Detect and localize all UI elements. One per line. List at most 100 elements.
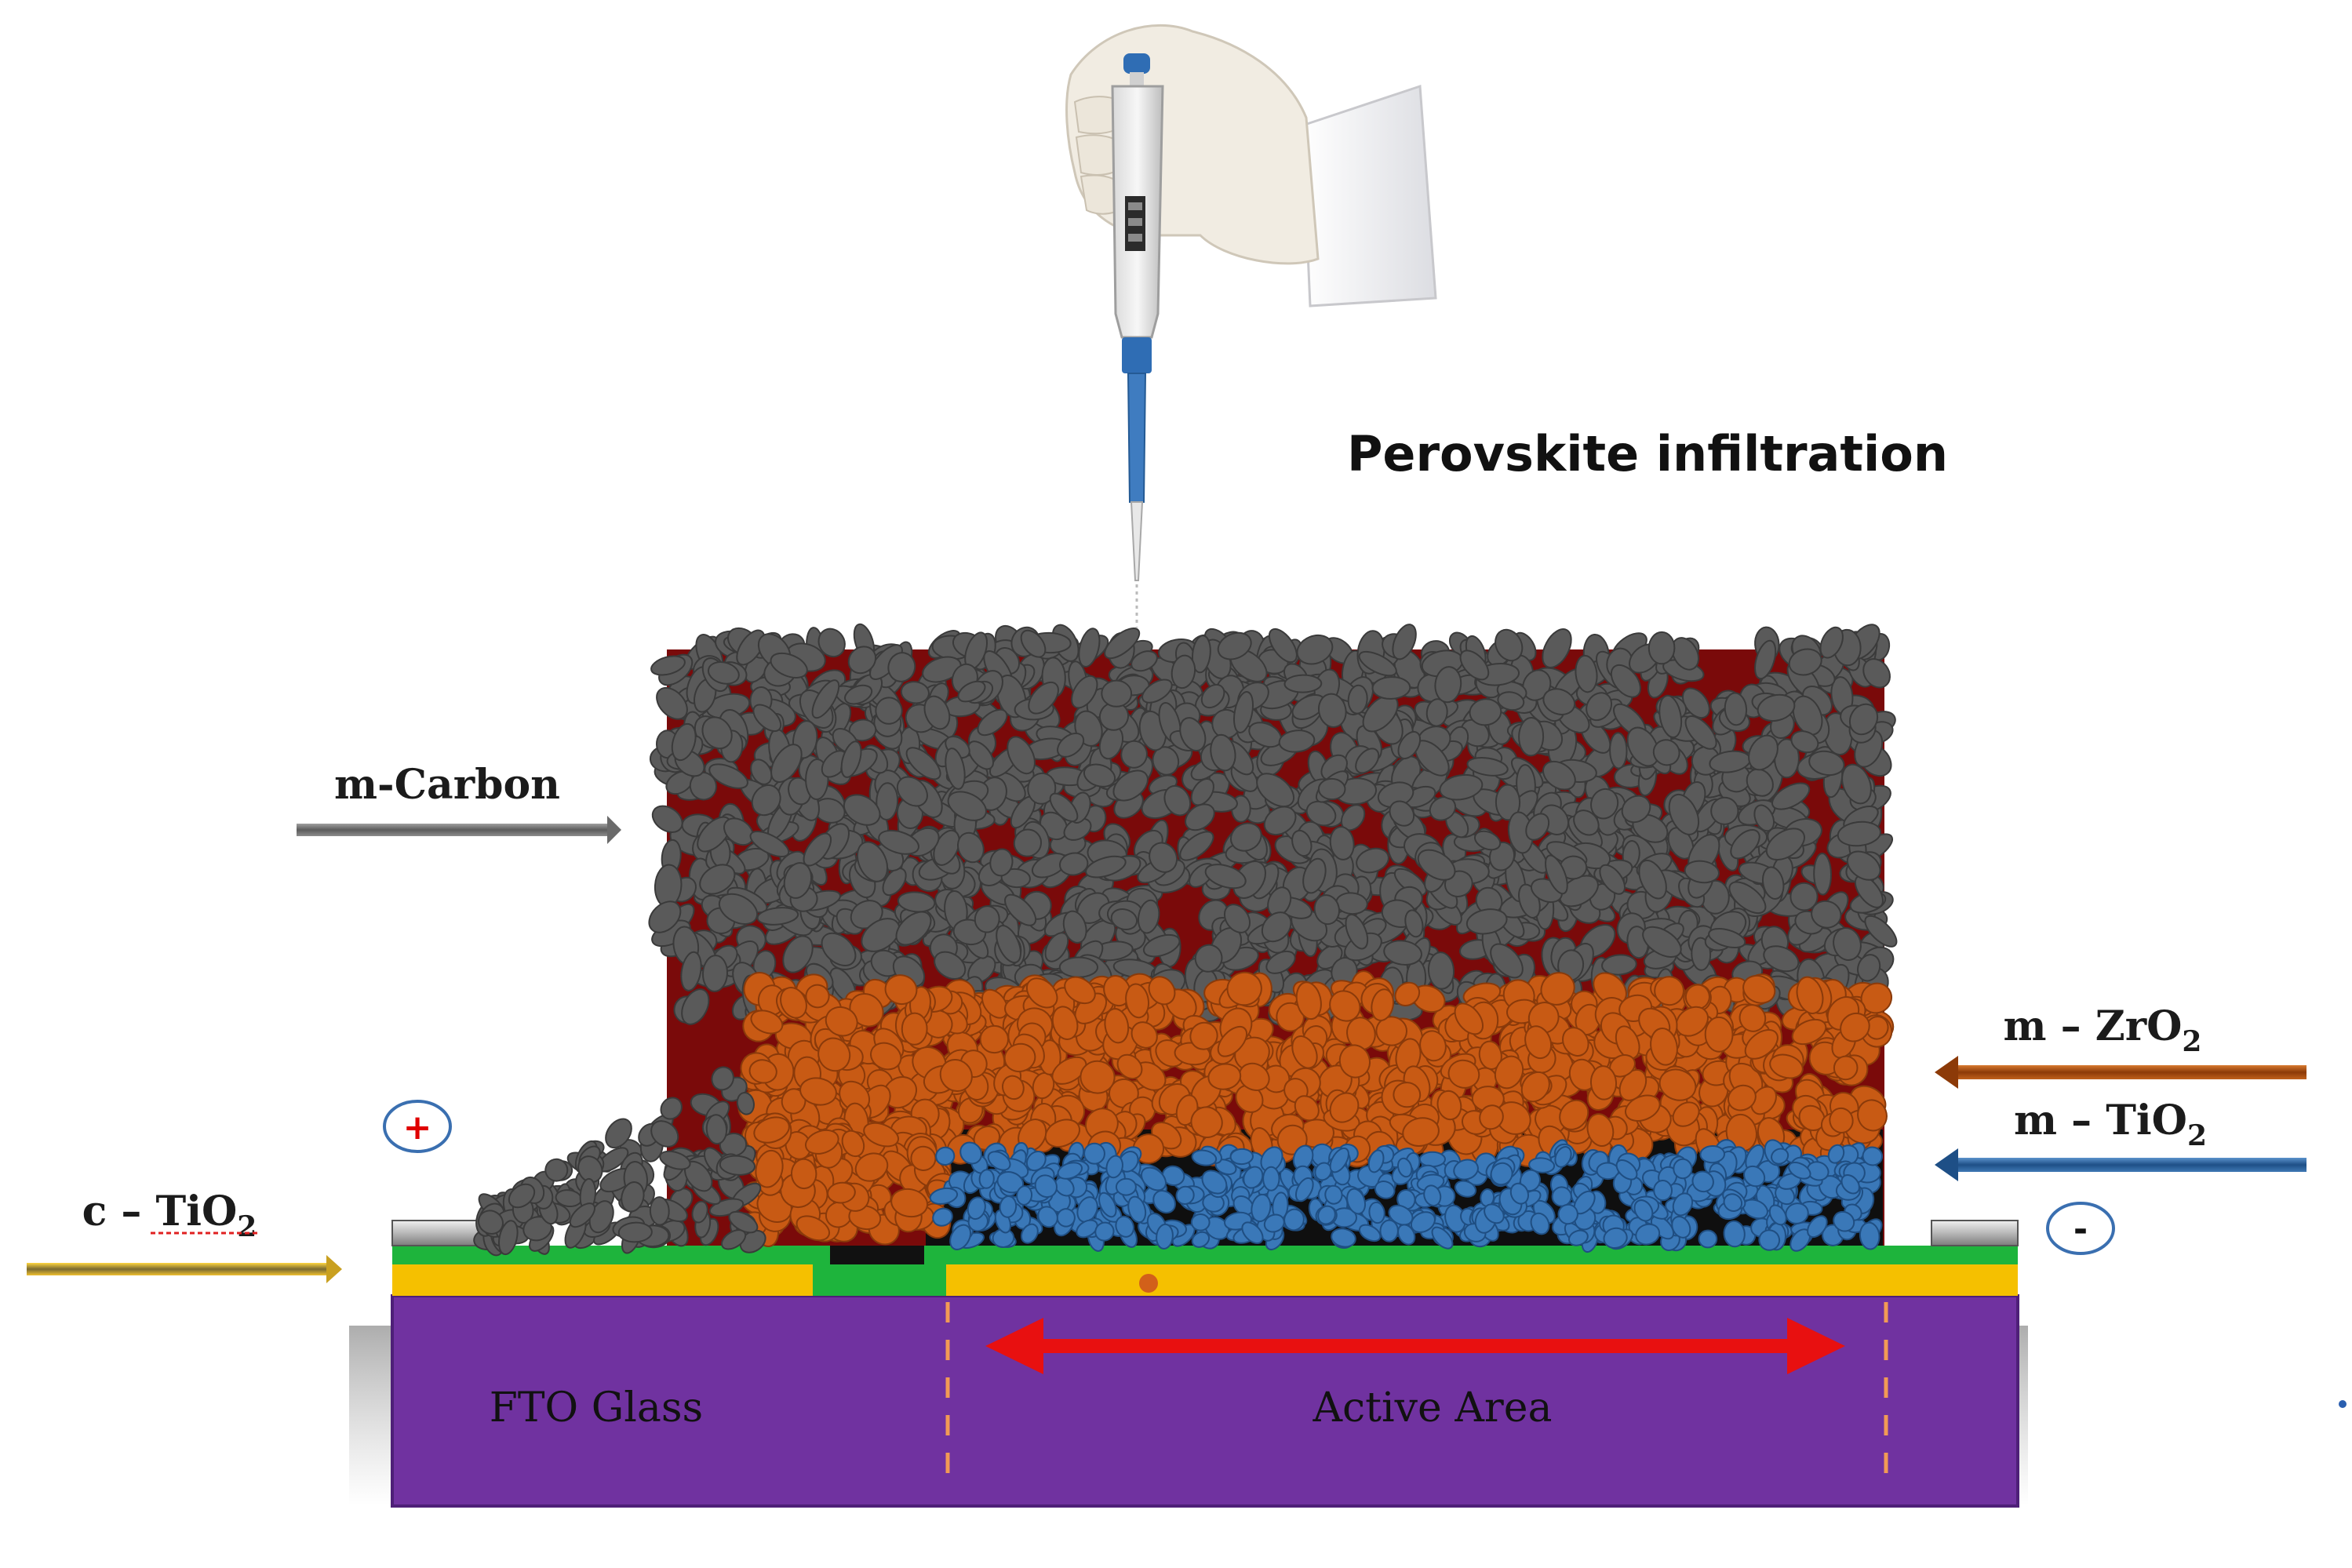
carbon-particle	[680, 951, 702, 991]
carbon-particle	[1317, 693, 1347, 728]
carbon-particle	[1761, 866, 1785, 900]
zro2-particle	[1064, 976, 1096, 1005]
carbon-particle	[1746, 768, 1774, 797]
carbon-particle	[1728, 881, 1767, 915]
carbon-particle	[923, 695, 951, 730]
zro2-particle	[1116, 1053, 1143, 1080]
carbon-particle	[840, 740, 862, 778]
carbon-particle	[1599, 864, 1626, 895]
carbon-particle	[1383, 940, 1422, 966]
tio2-particle	[1115, 1177, 1137, 1196]
carbon-particle	[648, 900, 682, 933]
carbon-particle	[1142, 933, 1181, 958]
zro2-particle	[1478, 1040, 1502, 1070]
carbon-particle	[1044, 932, 1069, 962]
carbon-particle	[1682, 687, 1710, 719]
carbon-particle	[1819, 626, 1844, 659]
carbon-particle	[1110, 908, 1138, 930]
zro2-particle	[1130, 1021, 1158, 1049]
carbon-particle	[1355, 748, 1380, 774]
carbon-particle	[1427, 951, 1455, 990]
fto-glass-label: FTO Glass	[490, 1384, 703, 1432]
zro2-particle	[1189, 1021, 1218, 1050]
zro2-particle	[1148, 976, 1176, 1006]
carbon-particle	[708, 763, 748, 789]
carbon-particle	[1590, 788, 1619, 820]
carbon-particle	[756, 907, 799, 926]
tio2-particle	[978, 1169, 995, 1189]
carbon-particle	[1626, 726, 1659, 767]
zro2-particle	[1840, 1012, 1870, 1042]
zro2-particle	[1589, 1065, 1618, 1101]
carbon-particle	[1765, 828, 1805, 861]
zro2-particle	[1742, 974, 1776, 1004]
carbon-particle	[1857, 954, 1881, 982]
positive-terminal-marker: +	[383, 1100, 452, 1153]
zro2-particle	[1217, 1025, 1248, 1057]
carbon-particle	[1356, 847, 1389, 874]
carbon-particle	[1204, 864, 1247, 890]
carbon-particle	[1345, 913, 1369, 950]
carbon-particle	[1078, 628, 1101, 668]
carbon-particle	[1621, 795, 1651, 824]
diagram-title: Perovskite infiltration	[1347, 425, 1948, 482]
zro2-particle	[1739, 1004, 1767, 1032]
carbon-particle	[1057, 732, 1085, 758]
carbon-particle	[651, 805, 683, 833]
carbon-particle	[1813, 853, 1833, 896]
carbon-particle	[1573, 809, 1600, 836]
carbon-particle	[974, 905, 1000, 933]
zro2-particle	[841, 1130, 865, 1158]
carbon-particle	[945, 748, 966, 790]
carbon-particle	[1305, 800, 1337, 827]
carbon-particle	[1190, 778, 1214, 806]
active-area-label: Active Area	[1312, 1384, 1552, 1432]
carbon-particle	[1071, 675, 1098, 709]
carbon-particle	[1232, 690, 1254, 734]
carbon-particle	[1575, 654, 1598, 693]
m-tio2-arrow	[1935, 1148, 2306, 1181]
carbon-particle	[1724, 692, 1748, 726]
carbon-particle	[1229, 822, 1262, 852]
zro2-particle	[1586, 1113, 1615, 1147]
carbon-particle	[1434, 666, 1462, 704]
carbon-particle	[1691, 937, 1712, 971]
carbon-particle	[1163, 784, 1192, 817]
carbon-particle	[817, 628, 846, 658]
carbon-particle	[751, 784, 781, 817]
zro2-particle	[1615, 1025, 1640, 1060]
carbon-particle	[878, 829, 919, 855]
carbon-particle	[1545, 854, 1568, 895]
carbon-particle	[1291, 829, 1313, 857]
zro2-particle	[1375, 1016, 1407, 1046]
zro2-particle	[750, 1010, 784, 1035]
carbon-particle	[1609, 732, 1628, 769]
zro2-particle	[1791, 1018, 1827, 1046]
zro2-particle	[839, 1080, 871, 1112]
carbon-particle	[1120, 740, 1148, 769]
zro2-particle	[1562, 1027, 1589, 1057]
tio2-particle	[1673, 1158, 1693, 1180]
tio2-particle	[1699, 1144, 1725, 1164]
carbon-particle	[1085, 855, 1127, 879]
carbon-particle	[1466, 756, 1509, 777]
carbon-particle	[900, 681, 930, 704]
carbon-particle	[1049, 792, 1079, 823]
zro2-particle	[1338, 1044, 1371, 1079]
carbon-particle	[681, 988, 710, 1025]
carbon-particle	[1004, 893, 1037, 926]
carbon-particle	[770, 652, 808, 678]
fto-glass-substrate	[392, 1296, 2018, 1506]
edge-speck	[2339, 1400, 2347, 1408]
carbon-particle	[1027, 772, 1057, 805]
zro2-particle	[1394, 981, 1421, 1007]
carbon-particle	[1256, 773, 1295, 808]
zro2-particle	[1238, 1062, 1270, 1091]
c-tio2-label: c – TiO2	[82, 1188, 257, 1243]
carbon-particle	[895, 911, 932, 946]
zro2-particle	[1044, 1119, 1081, 1148]
carbon-particle	[896, 776, 928, 807]
carbon-particle	[1684, 715, 1717, 750]
carbon-particle	[649, 1196, 670, 1226]
